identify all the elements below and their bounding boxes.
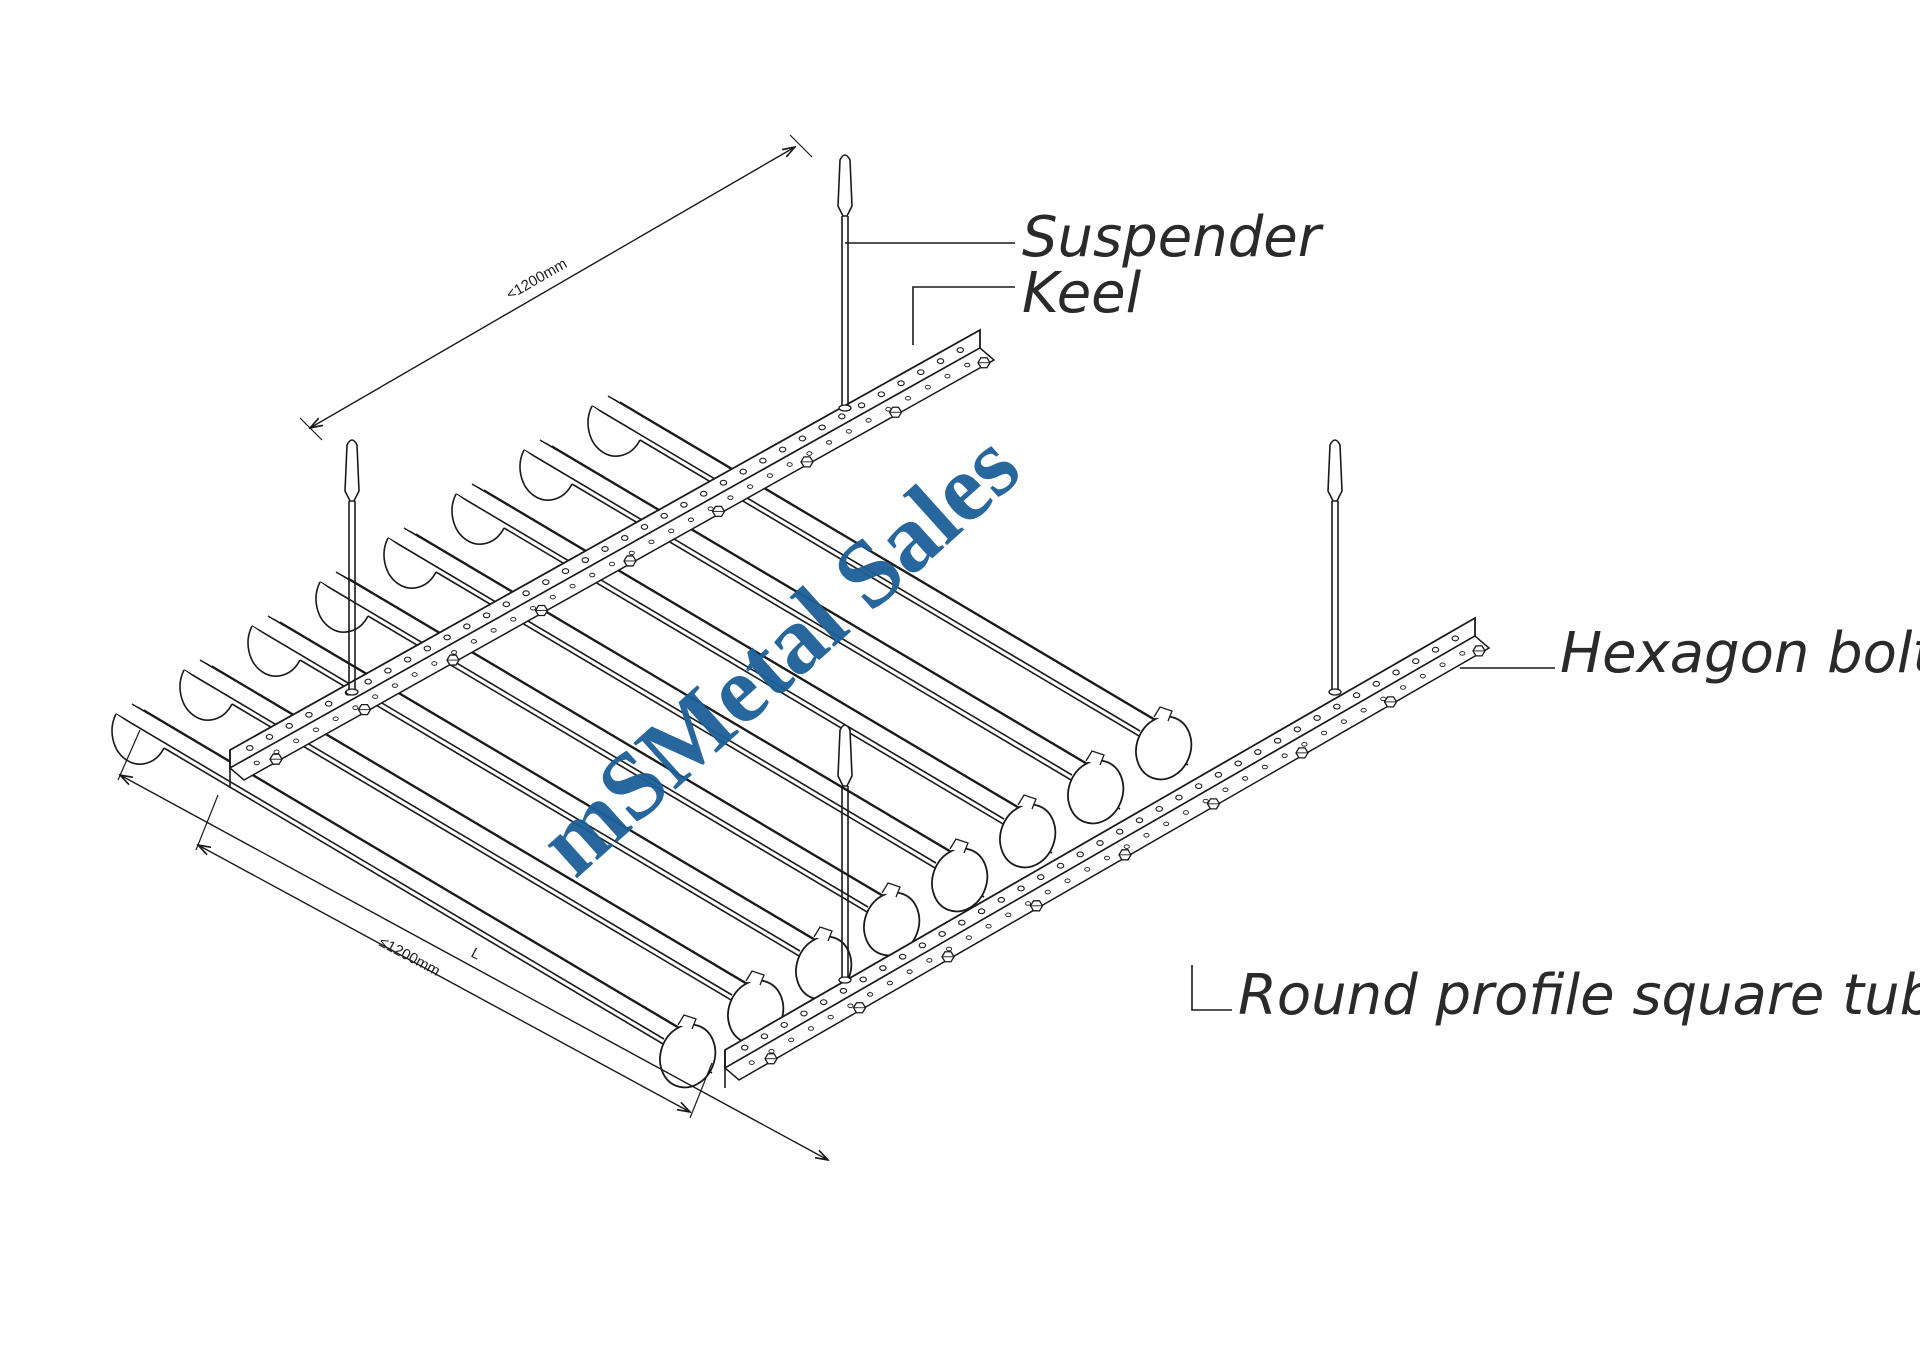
dimension-bottom-text: ≤1200mm [376, 934, 443, 980]
suspender-rod [1327, 439, 1343, 696]
dimension-bottom: ≤1200mm L [117, 729, 828, 1160]
label-round-tube: Round profile square tube [1238, 963, 1920, 1028]
label-hexagon-bolt: Hexagon bolt [1560, 621, 1920, 686]
keel-strip [228, 328, 996, 788]
keel-strip [723, 616, 1491, 1088]
suspender-rod [837, 154, 853, 412]
label-keel: Keel [1022, 261, 1142, 326]
dimension-top: <1200mm [299, 134, 813, 441]
dimension-length-text: L [468, 945, 483, 964]
keels [228, 328, 1491, 1088]
suspender-rod [837, 724, 853, 984]
leaders [845, 242, 1555, 1011]
suspenders [344, 154, 1343, 984]
suspender-rod [344, 439, 360, 696]
round-tube [383, 527, 989, 913]
label-suspender: Suspender [1022, 205, 1324, 270]
watermark-text: mSMetal Sales [517, 411, 1038, 896]
